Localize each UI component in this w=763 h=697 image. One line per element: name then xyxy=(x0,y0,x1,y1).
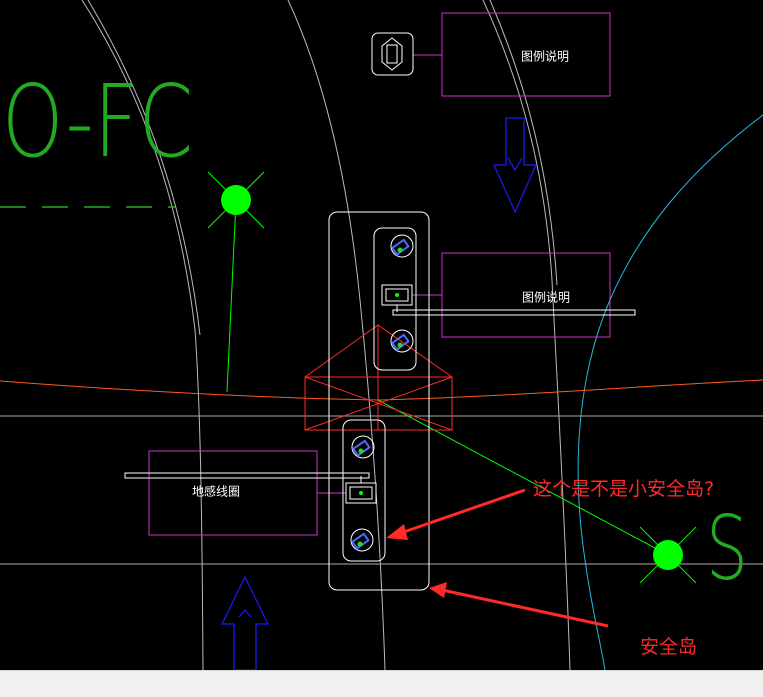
camera-icon xyxy=(390,329,414,353)
safety-island-outline xyxy=(328,211,430,591)
legend-label-mid: 图例说明 xyxy=(521,290,571,305)
annotation-question: 这个是不是小安全岛? xyxy=(533,478,715,500)
camera-icon xyxy=(350,528,374,552)
orange-line-right xyxy=(379,379,763,401)
road-curve-2 xyxy=(87,0,201,336)
cad-text-right: S xyxy=(706,497,748,600)
road-curve-3 xyxy=(287,0,386,670)
small-island-top xyxy=(373,227,417,371)
green-leader-left xyxy=(226,200,237,393)
road-curve-5 xyxy=(489,0,558,286)
terminal-box-icon xyxy=(345,476,377,504)
status-bar xyxy=(0,670,763,697)
direction-arrow-down-icon xyxy=(493,117,537,214)
camera-icon xyxy=(390,234,414,258)
barrier-arm-bottom[interactable] xyxy=(124,472,370,479)
legend-label-top: 图例说明 xyxy=(520,49,570,64)
barrier-arm-top[interactable] xyxy=(392,309,636,316)
loop-label-left: 地感线圈 xyxy=(191,484,241,499)
streetlight-icon xyxy=(639,526,697,584)
orange-line-left xyxy=(0,380,381,401)
direction-arrow-up-icon xyxy=(221,575,269,670)
streetlight-icon xyxy=(207,171,265,229)
annotation-arrow-question xyxy=(386,488,526,540)
barrier-gate-icon xyxy=(371,32,414,76)
road-curve-4 xyxy=(482,0,571,670)
red-gantry-outline xyxy=(304,324,453,431)
cad-canvas xyxy=(0,0,763,670)
cad-text-left: O-FC xyxy=(2,63,194,180)
road-curve-1 xyxy=(81,0,204,670)
small-island-bottom xyxy=(342,419,386,562)
terminal-box-icon xyxy=(381,284,413,312)
cad-drawing: O-FC S 图例说明 图例说明 地感线圈 这个是不是小安全岛? 安全岛 xyxy=(0,0,763,670)
camera-icon xyxy=(351,435,375,459)
annotation-safety-island: 安全岛 xyxy=(640,636,698,658)
annotation-arrow-island xyxy=(429,582,609,628)
green-leader-right xyxy=(377,399,669,556)
cyan-curve xyxy=(577,114,763,670)
